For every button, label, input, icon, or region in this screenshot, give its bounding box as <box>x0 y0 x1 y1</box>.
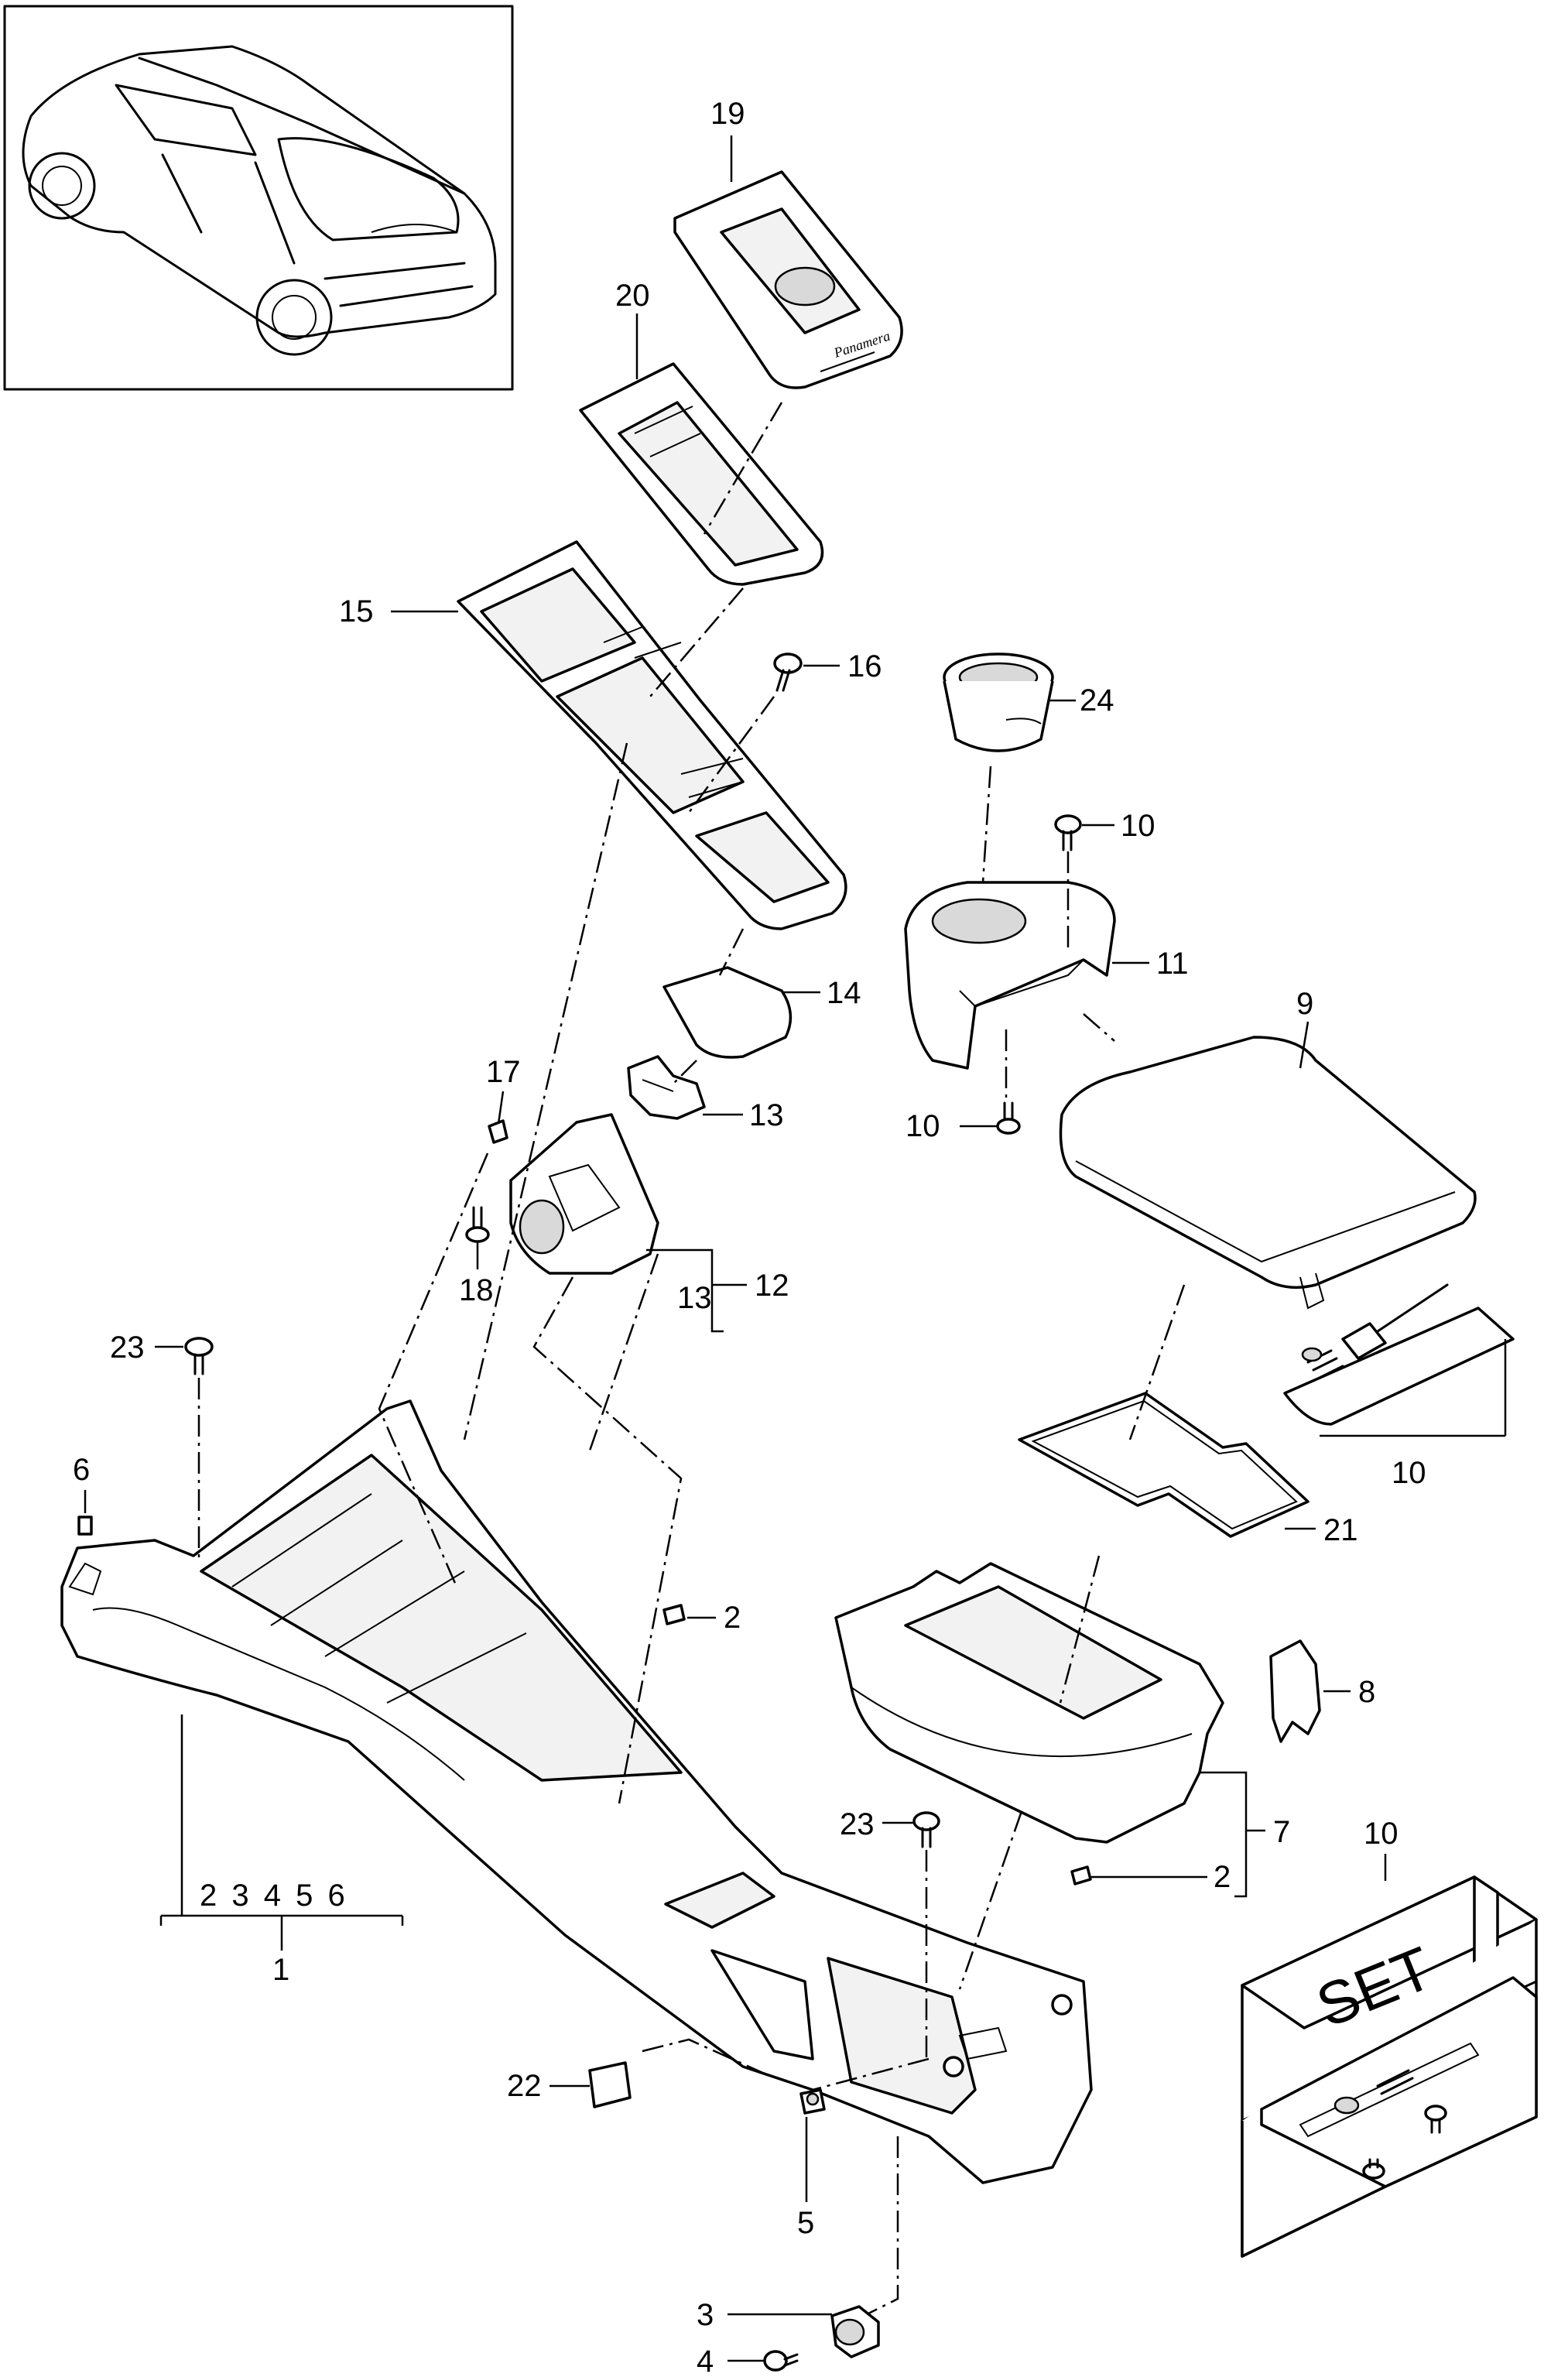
label-6: 6 <box>73 1453 90 1487</box>
assembly-lines <box>197 402 1186 2316</box>
vehicle-locator-inset <box>3 5 514 391</box>
label-14: 14 <box>827 976 861 1010</box>
part-24-cup-holder <box>943 652 1054 752</box>
part-1-console-body <box>60 1399 1093 2184</box>
label-2-lower: 2 <box>1214 1860 1231 1894</box>
part-16-screw <box>773 652 803 692</box>
label-10-mid: 10 <box>906 1109 940 1143</box>
part-23-screw-lower <box>912 1811 940 1848</box>
label-11: 11 <box>1156 947 1189 981</box>
leader-lines <box>84 135 1387 2362</box>
part-23-screw-top <box>184 1337 214 1375</box>
label-4: 4 <box>697 2344 714 2377</box>
part-22-cover <box>588 2061 632 2108</box>
part-4-screw <box>763 2350 799 2372</box>
part-11-bracket <box>904 881 1116 1070</box>
label-18: 18 <box>459 1273 494 1307</box>
part-2-clip-upper <box>662 1604 686 1625</box>
part-15-trim-panel <box>457 540 847 930</box>
part-21-mat <box>1018 1392 1310 1538</box>
label-10-set: 10 <box>1364 1817 1399 1851</box>
label-10-hinge: 10 <box>1392 1456 1426 1490</box>
part-13-insert <box>627 1055 706 1120</box>
part-10-hinge-set <box>1283 1283 1515 1437</box>
part-20-frame <box>579 362 824 586</box>
label-13-bottom: 13 <box>677 1281 712 1315</box>
label-12: 12 <box>755 1269 789 1303</box>
label-20: 20 <box>615 279 650 313</box>
label-3: 3 <box>697 2298 714 2332</box>
label-22: 22 <box>507 2069 542 2103</box>
part-7-storage-bin <box>834 1562 1224 1844</box>
label-7: 7 <box>1273 1815 1290 1849</box>
label-21: 21 <box>1323 1513 1358 1547</box>
part-17-clip <box>488 1119 508 1144</box>
label-15: 15 <box>339 594 374 629</box>
part-9-armrest-lid <box>1059 1036 1477 1310</box>
label-23-top: 23 <box>110 1331 145 1365</box>
set-box: SET <box>1241 1875 1538 2258</box>
label-17: 17 <box>486 1055 521 1089</box>
label-1: 1 <box>272 1953 289 1987</box>
label-5: 5 <box>797 2206 814 2240</box>
part-8-clip <box>1269 1639 1321 1743</box>
label-24: 24 <box>1080 683 1114 718</box>
label-19: 19 <box>710 97 745 131</box>
part-5-nut <box>799 2088 826 2115</box>
part-6-clip <box>77 1516 93 1536</box>
label-16: 16 <box>847 649 882 683</box>
part-14-lid <box>662 966 793 1059</box>
label-23-bottom: 23 <box>840 1807 875 1841</box>
label-13-top: 13 <box>749 1098 784 1132</box>
label-group-1: 2 3 4 5 6 <box>200 1879 345 1913</box>
label-8: 8 <box>1358 1675 1375 1709</box>
part-2-clip-lower <box>1070 1865 1092 1886</box>
part-12-storage-tray <box>509 1113 659 1275</box>
label-2-upper: 2 <box>724 1601 741 1635</box>
part-3-switch <box>830 2305 880 2358</box>
callout-labels: 19 20 15 16 24 10 11 9 14 17 13 10 18 13… <box>73 97 1426 2377</box>
part-10-screw-top <box>1054 814 1082 851</box>
label-10-top: 10 <box>1121 809 1155 843</box>
part-18-screw <box>465 1206 490 1243</box>
label-9: 9 <box>1296 987 1313 1021</box>
part-19-shift-cover: Panamera <box>673 170 903 389</box>
part-10-screw-lower <box>996 1101 1021 1135</box>
